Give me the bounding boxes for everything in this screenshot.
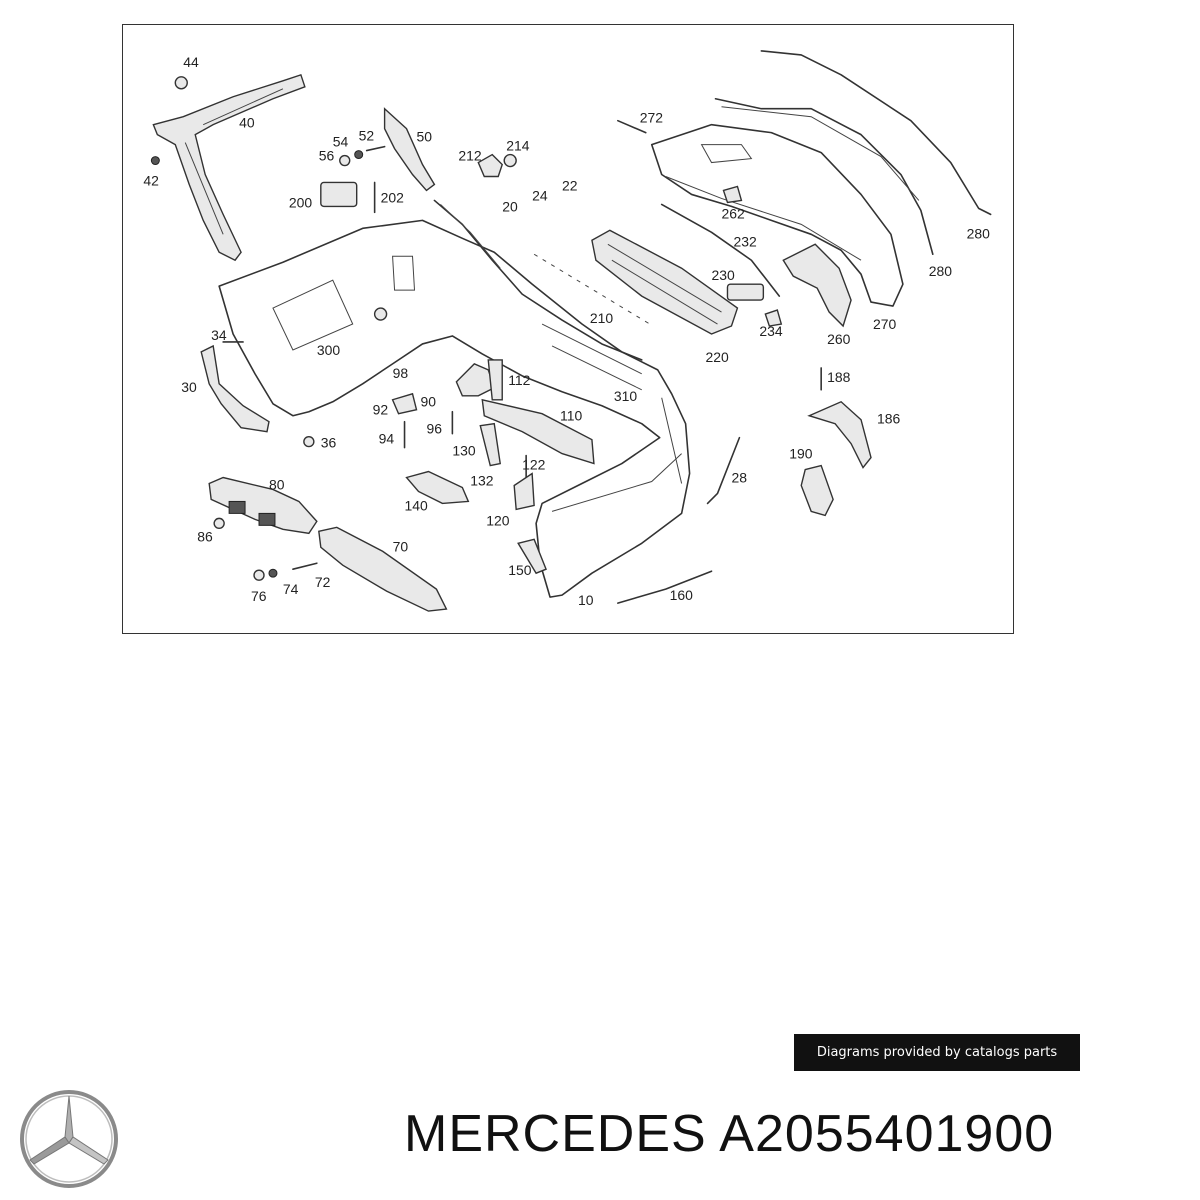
part-186-190-right-parts	[706, 367, 872, 517]
part-number-labels: 44 40 42 54 52 50 56 212 214 200 202 24 22 20 272 262 23…	[143, 54, 990, 608]
part-label-150: 150	[508, 562, 532, 578]
part-280-trim	[714, 50, 992, 256]
part-label-22: 22	[562, 177, 578, 193]
part-40-bracket	[150, 73, 306, 262]
part-label-122: 122	[522, 457, 546, 473]
part-label-110: 110	[560, 408, 582, 424]
part-label-76: 76	[251, 588, 267, 604]
part-label-120: 120	[486, 512, 510, 528]
part-230-sensor-block	[726, 243, 852, 328]
part-70-80-lower-brackets	[208, 476, 713, 612]
part-label-202: 202	[381, 189, 405, 205]
part-label-212: 212	[458, 148, 482, 164]
part-label-20: 20	[502, 198, 518, 214]
part-label-40: 40	[239, 115, 255, 131]
part-label-112: 112	[508, 372, 530, 388]
part-label-210: 210	[590, 310, 614, 326]
parts-52-56-clips	[320, 107, 517, 214]
part-label-52: 52	[359, 128, 375, 144]
part-label-310: 310	[614, 388, 638, 404]
part-label-72: 72	[315, 574, 331, 590]
part-310-strip	[433, 199, 643, 361]
part-232-rod	[617, 119, 781, 297]
diagram-source-caption: Diagrams provided by catalogs parts	[794, 1034, 1080, 1071]
part-number: A2055401900	[719, 1105, 1055, 1163]
part-label-300: 300	[317, 342, 341, 358]
part-label-98: 98	[393, 365, 409, 381]
parts-diagram: 44 40 42 54 52 50 56 212 214 200 202 24 22 20 272 262 23…	[122, 24, 1014, 634]
part-label-132: 132	[470, 472, 494, 488]
part-10-bumper-cover	[218, 219, 691, 598]
brand-part-title: MERCEDES A2055401900	[404, 1104, 1054, 1164]
part-label-24: 24	[532, 187, 548, 203]
part-label-260: 260	[827, 331, 851, 347]
part-label-130: 130	[452, 443, 476, 459]
part-label-96: 96	[426, 421, 442, 437]
part-label-28: 28	[731, 469, 747, 485]
part-label-50: 50	[416, 129, 432, 145]
part-label-94: 94	[379, 431, 395, 447]
part-label-234: 234	[759, 323, 783, 339]
part-label-272: 272	[640, 110, 664, 126]
part-label-280: 280	[967, 225, 991, 241]
part-label-36: 36	[321, 435, 337, 451]
part-label-42: 42	[143, 172, 159, 188]
part-label-262: 262	[721, 205, 745, 221]
part-label-86: 86	[197, 528, 213, 544]
part-label-160: 160	[670, 587, 694, 603]
brand-name: MERCEDES	[404, 1105, 707, 1163]
part-label-90: 90	[420, 394, 436, 410]
part-label-200: 200	[289, 194, 313, 210]
part-label-30: 30	[181, 379, 197, 395]
mercedes-star-icon	[18, 1088, 120, 1190]
part-label-10: 10	[578, 592, 594, 608]
part-label-74: 74	[283, 581, 299, 597]
part-label-140: 140	[405, 497, 429, 513]
part-label-186: 186	[877, 411, 901, 427]
part-label-230: 230	[712, 267, 736, 283]
part-label-80: 80	[269, 476, 285, 492]
part-label-280: 280	[929, 263, 953, 279]
exploded-view-drawing: 44 40 42 54 52 50 56 212 214 200 202 24 22 20 272 262 23…	[143, 50, 992, 612]
part-label-34: 34	[211, 327, 227, 343]
part-30-side-bracket	[200, 341, 315, 448]
part-label-190: 190	[789, 446, 813, 462]
part-label-70: 70	[393, 538, 409, 554]
part-270-diffuser	[650, 123, 904, 307]
part-label-56: 56	[319, 148, 335, 164]
part-220-grille	[533, 229, 739, 335]
part-label-214: 214	[506, 138, 530, 154]
part-label-188: 188	[827, 369, 851, 385]
part-label-92: 92	[373, 402, 389, 418]
part-label-232: 232	[733, 233, 757, 249]
part-label-270: 270	[873, 316, 897, 332]
part-label-44: 44	[183, 54, 199, 70]
part-label-54: 54	[333, 134, 349, 150]
part-label-220: 220	[706, 349, 730, 365]
part-90-110-brackets	[391, 359, 595, 511]
